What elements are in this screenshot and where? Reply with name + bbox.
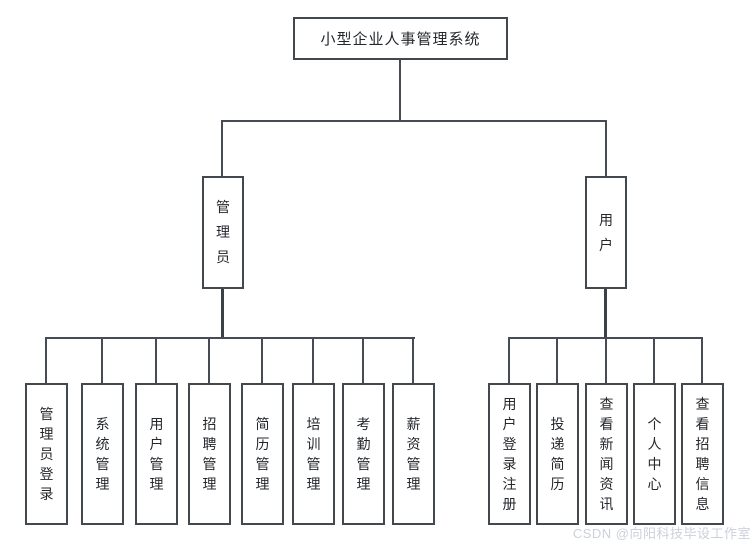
- connector-line: [312, 337, 314, 383]
- node-label: 培训管理: [306, 416, 321, 492]
- connector-line: [412, 337, 414, 383]
- node-label: 个人中心: [647, 416, 662, 492]
- node-label: 管理员登录: [39, 406, 54, 502]
- node-view-recruit-info: 查看招聘信息: [681, 383, 724, 525]
- connector-line: [604, 289, 607, 339]
- node-attendance-mgmt: 考勤管理: [342, 383, 385, 525]
- connector-line: [605, 120, 607, 176]
- node-label: 查看新闻资讯: [599, 396, 614, 512]
- node-label: 简历管理: [255, 416, 270, 492]
- node-label: 招聘管理: [202, 416, 217, 492]
- connector-line: [221, 120, 223, 176]
- node-system-mgmt: 系统管理: [81, 383, 124, 525]
- node-user-label: 用户: [599, 211, 613, 253]
- connector-line: [101, 337, 103, 383]
- node-user-login-register: 用户登录注册: [488, 383, 531, 525]
- connector-line: [221, 289, 224, 339]
- node-user: 用户: [585, 176, 627, 289]
- node-label: 系统管理: [95, 416, 110, 492]
- node-training-mgmt: 培训管理: [292, 383, 335, 525]
- node-admin: 管理员: [202, 176, 244, 289]
- connector-line: [155, 337, 157, 383]
- connector-line: [362, 337, 364, 383]
- connector-line: [45, 337, 47, 383]
- connector-line: [221, 120, 607, 122]
- node-label: 查看招聘信息: [695, 396, 710, 512]
- connector-line: [208, 337, 210, 383]
- connector-line: [45, 337, 415, 339]
- node-label: 薪资管理: [406, 416, 421, 492]
- connector-line: [508, 337, 510, 383]
- connector-line: [653, 337, 655, 383]
- node-submit-resume: 投递简历: [536, 383, 579, 525]
- connector-line: [556, 337, 558, 383]
- node-admin-label: 管理员: [216, 199, 230, 265]
- connector-line: [701, 337, 703, 383]
- connector-line: [261, 337, 263, 383]
- node-label: 投递简历: [550, 416, 565, 492]
- node-view-news: 查看新闻资讯: [585, 383, 628, 525]
- connector-line: [399, 60, 401, 121]
- node-personal-center: 个人中心: [633, 383, 676, 525]
- node-label: 用户管理: [149, 416, 164, 492]
- node-root-label: 小型企业人事管理系统: [320, 31, 481, 48]
- node-admin-login: 管理员登录: [25, 383, 68, 525]
- node-root: 小型企业人事管理系统: [293, 17, 508, 60]
- node-user-mgmt: 用户管理: [135, 383, 178, 525]
- node-resume-mgmt: 简历管理: [241, 383, 284, 525]
- node-salary-mgmt: 薪资管理: [392, 383, 435, 525]
- csdn-watermark: CSDN @向阳科技毕设工作室: [572, 526, 751, 541]
- connector-line: [605, 337, 607, 383]
- node-label: 用户登录注册: [502, 396, 517, 512]
- node-label: 考勤管理: [356, 416, 371, 492]
- node-recruit-mgmt: 招聘管理: [188, 383, 231, 525]
